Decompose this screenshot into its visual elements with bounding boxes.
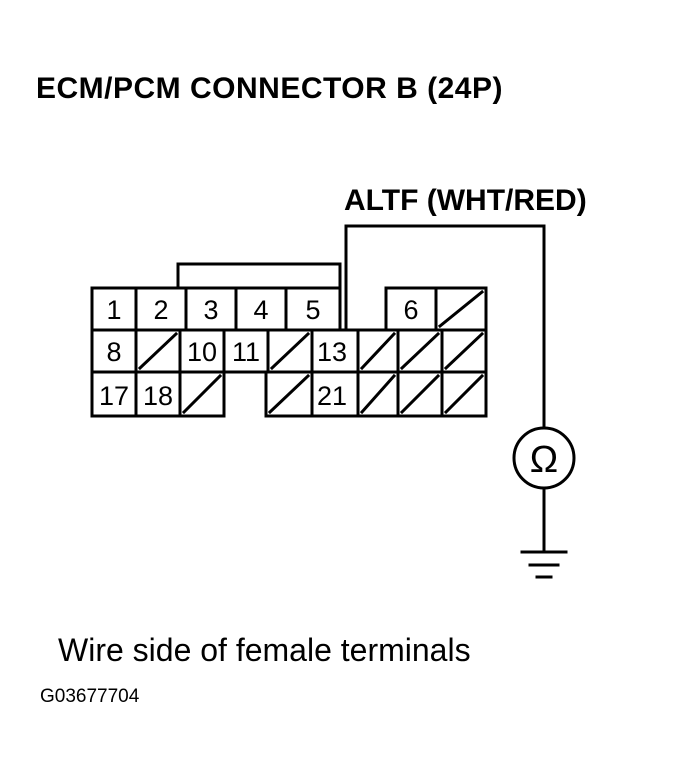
empty-slash-19 [181,373,223,415]
empty-slash-23 [399,373,441,415]
empty-slash-16 [443,331,485,371]
empty-slash-22 [359,373,397,415]
pin-4-label: 4 [253,295,268,325]
pin-18-label: 18 [143,381,173,411]
connector-lock-tab [176,262,342,290]
diagram-caption: Wire side of female terminals [58,632,471,668]
pin-6-label: 6 [403,295,418,325]
empty-slash-14 [359,331,397,371]
empty-slash-12 [269,331,311,371]
test-lead-wire [344,224,546,430]
pin-5-label: 5 [305,295,320,325]
empty-slash-15 [399,331,441,371]
wire-label: ALTF (WHT/RED) [344,184,587,217]
pin-17-label: 17 [99,381,129,411]
pin-13-label: 13 [317,337,347,367]
pin-10-label: 10 [187,337,217,367]
pin-8-label: 8 [106,337,121,367]
cell-24 [440,370,488,418]
pin-3-label: 3 [203,295,218,325]
diagram-title: ECM/PCM CONNECTOR B (24P) [36,72,503,105]
pin-2-label: 2 [153,295,168,325]
pin-21-label: 21 [317,381,347,411]
ohm-symbol: Ω [530,439,558,481]
figure-code: G03677704 [40,686,140,707]
empty-slash-9 [137,331,179,371]
empty-slash-7 [437,289,485,329]
empty-slash-20 [267,373,311,415]
empty-slash-24 [443,373,485,415]
pin-1-label: 1 [106,295,121,325]
pin-11-label: 11 [232,337,260,367]
cell-19 [178,370,226,418]
